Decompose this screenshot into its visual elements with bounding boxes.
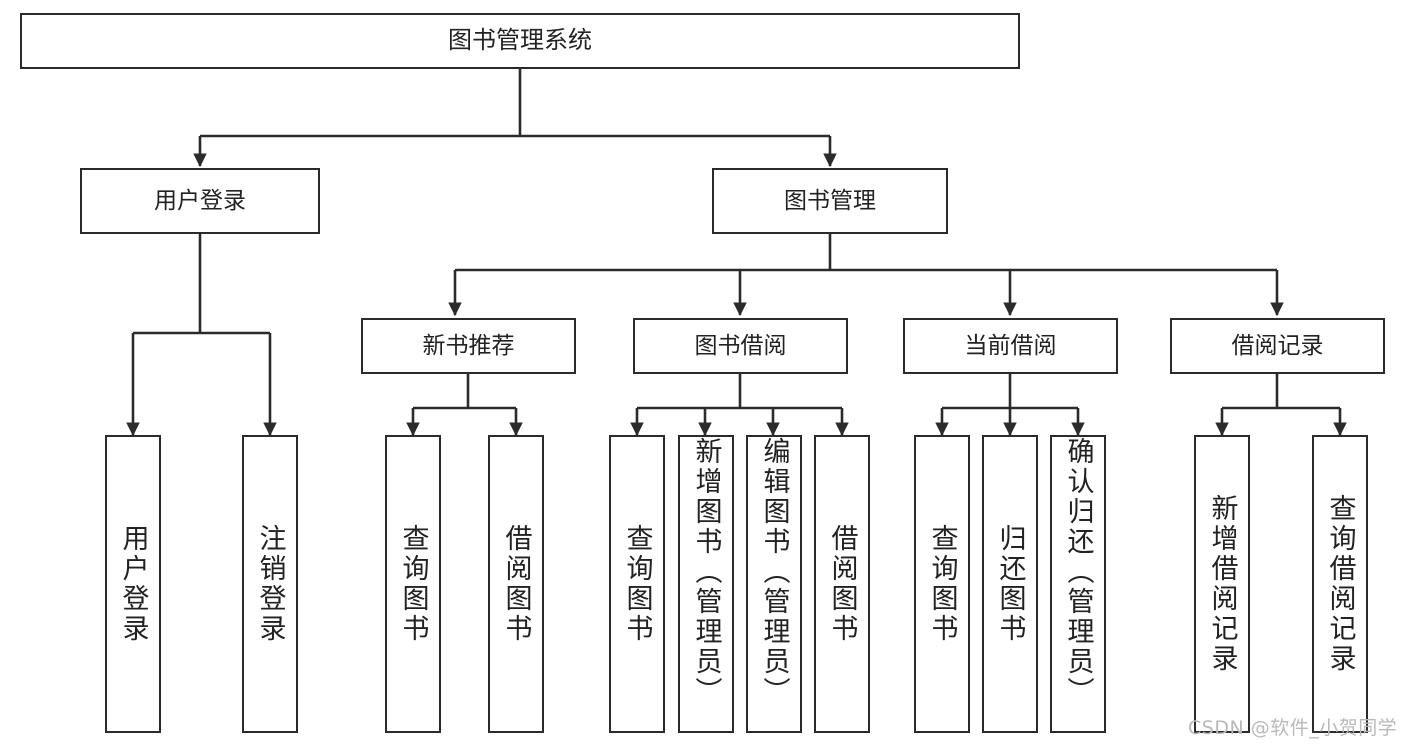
node-label: 借阅记录: [1231, 332, 1324, 359]
leaf-records-query-record[interactable]: 查询借阅记录: [1312, 435, 1368, 733]
node-label: 编辑图书（管理员）: [758, 437, 790, 707]
node-label: 借阅图书: [500, 524, 532, 644]
csdn-watermark: CSDN @软件_小贺同学: [1188, 717, 1398, 739]
leaf-current-borrow-confirm-return[interactable]: 确认归还（管理员）: [1050, 435, 1106, 733]
node-label: 新增借阅记录: [1206, 494, 1238, 674]
node-label: 查询图书: [926, 524, 958, 644]
leaf-book-borrow-add-book[interactable]: 新增图书（管理员）: [678, 435, 734, 733]
node-label: 查询图书: [397, 524, 429, 644]
leaf-book-borrow-borrow-book[interactable]: 借阅图书: [814, 435, 870, 733]
node-label: 用户登录: [117, 524, 149, 644]
leaf-records-add-record[interactable]: 新增借阅记录: [1194, 435, 1250, 733]
leaf-new-book-query-book[interactable]: 查询图书: [385, 435, 441, 733]
node-label: 注销登录: [254, 524, 286, 644]
node-label: 图书管理系统: [448, 26, 592, 55]
node-label: 确认归还（管理员）: [1062, 437, 1094, 707]
node-label: 当前借阅: [964, 332, 1057, 359]
node-label: 归还图书: [994, 524, 1026, 644]
node-label: 图书管理: [784, 187, 876, 214]
node-borrow-records[interactable]: 借阅记录: [1170, 318, 1385, 374]
leaf-book-borrow-query-book[interactable]: 查询图书: [609, 435, 665, 733]
node-label: 查询图书: [621, 524, 653, 644]
node-label: 借阅图书: [826, 524, 858, 644]
node-label: 新书推荐: [422, 332, 515, 359]
node-user-login[interactable]: 用户登录: [80, 168, 320, 234]
leaf-current-borrow-return-book[interactable]: 归还图书: [982, 435, 1038, 733]
leaf-user-login-login[interactable]: 用户登录: [105, 435, 161, 733]
node-label: 查询借阅记录: [1324, 494, 1356, 674]
node-label: 图书借阅: [694, 332, 787, 359]
leaf-current-borrow-query-book[interactable]: 查询图书: [914, 435, 970, 733]
node-current-borrow[interactable]: 当前借阅: [903, 318, 1118, 374]
node-root-system[interactable]: 图书管理系统: [20, 13, 1020, 69]
node-book-management[interactable]: 图书管理: [712, 168, 948, 234]
leaf-user-login-logout[interactable]: 注销登录: [242, 435, 298, 733]
node-label: 用户登录: [154, 187, 246, 214]
leaf-new-book-borrow-book[interactable]: 借阅图书: [488, 435, 544, 733]
node-label: 新增图书（管理员）: [690, 437, 722, 707]
node-book-borrow[interactable]: 图书借阅: [633, 318, 848, 374]
node-new-book-recommend[interactable]: 新书推荐: [361, 318, 576, 374]
leaf-book-borrow-edit-book[interactable]: 编辑图书（管理员）: [746, 435, 802, 733]
